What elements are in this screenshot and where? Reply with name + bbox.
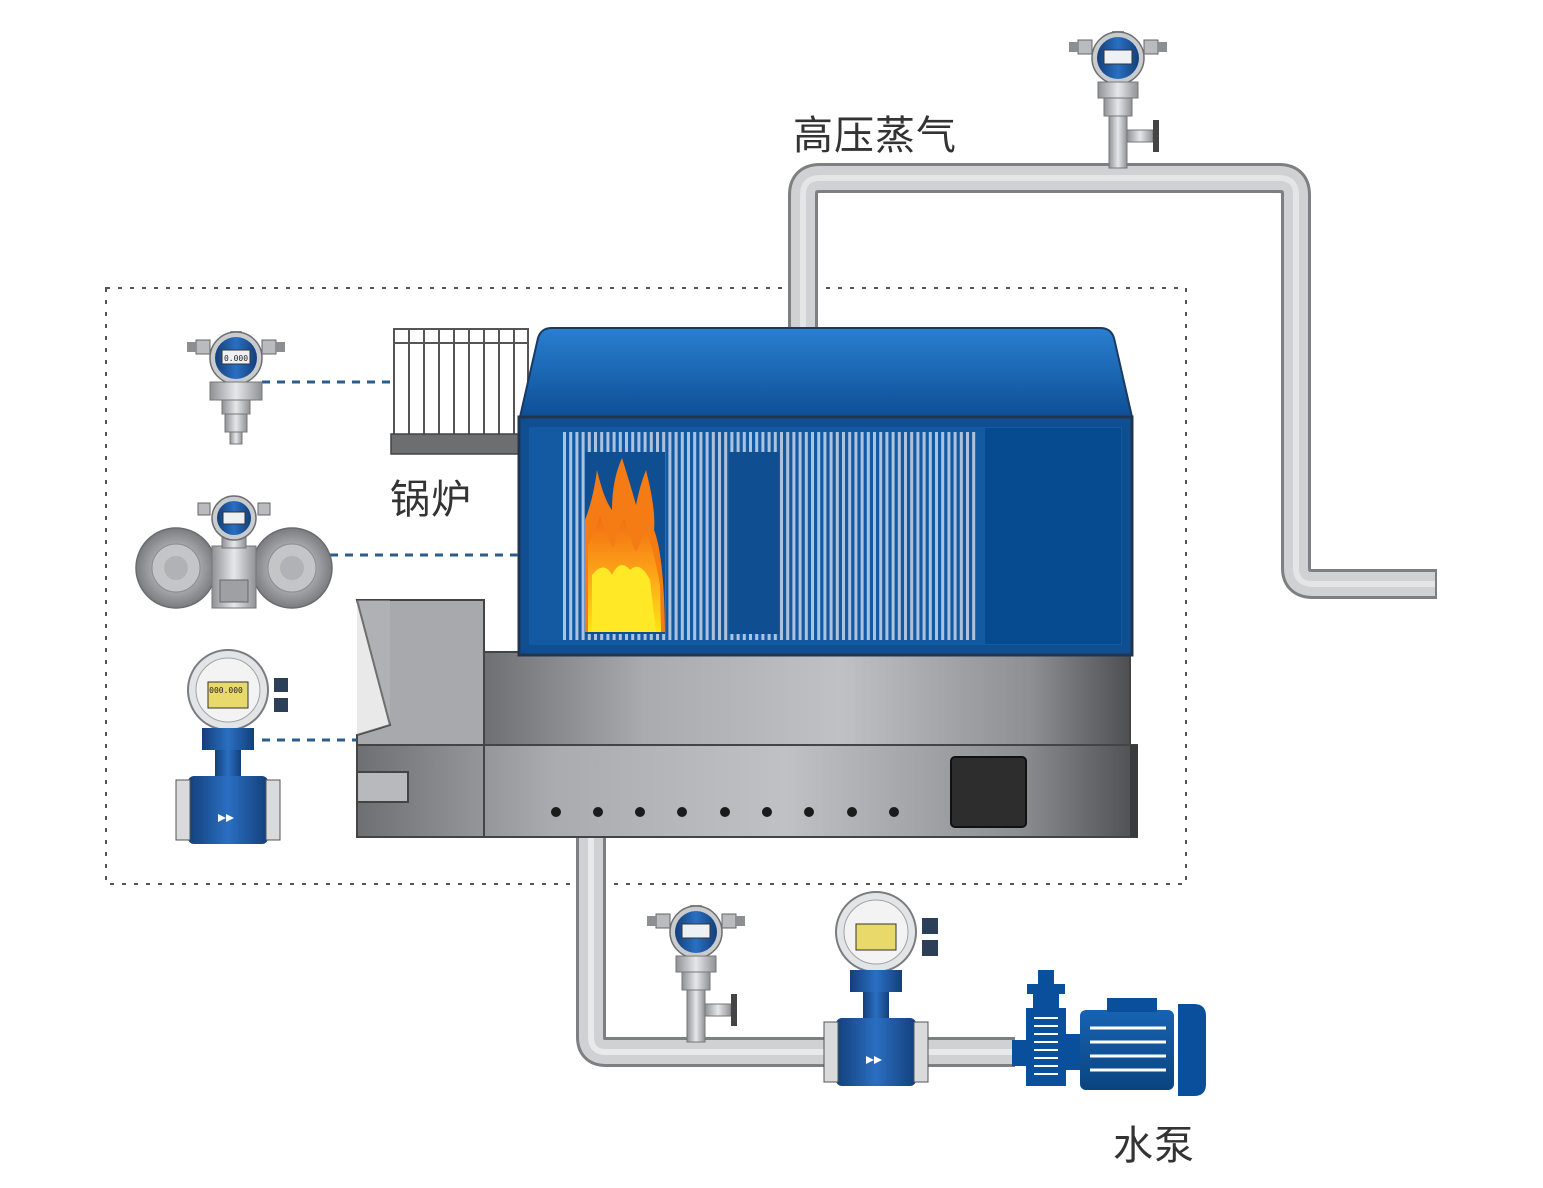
water-tube: [724, 432, 728, 640]
water-tube: [860, 432, 864, 640]
water-tube: [873, 432, 876, 640]
water-tube: [885, 432, 889, 640]
water-tube: [699, 432, 703, 640]
water-tube: [668, 432, 672, 640]
water-tube: [910, 432, 914, 640]
water-tube: [804, 432, 808, 640]
water-tube: [891, 432, 895, 640]
feed-pressure-transmitter-icon: [647, 905, 745, 1043]
water-pump-icon: [1012, 970, 1206, 1096]
pressure-lcd: 0.000: [224, 354, 248, 363]
water-tube: [705, 432, 709, 640]
water-tube: [854, 432, 858, 640]
water-tube: [897, 432, 901, 640]
water-tube: [966, 432, 969, 640]
water-tube: [842, 432, 845, 640]
water-tube: [904, 432, 907, 640]
water-tube: [972, 432, 976, 640]
water-tube: [935, 432, 938, 640]
water-tube: [941, 432, 945, 640]
steam-pressure-transmitter-icon: [1069, 31, 1167, 169]
water-tube: [811, 432, 814, 640]
water-tube: [928, 432, 932, 640]
feed-flowmeter-icon: [823, 891, 938, 1086]
boiler-label: 锅炉: [390, 477, 472, 523]
water-tube: [879, 432, 883, 640]
water-tube: [823, 432, 827, 640]
steam-label: 高压蒸气: [793, 113, 957, 159]
fire-door: [950, 756, 1027, 828]
water-tube: [711, 432, 715, 640]
signal-lines: [262, 380, 518, 742]
boiler-railing: [390, 328, 529, 455]
feed-water-pipe: [576, 836, 1015, 1067]
pump-label: 水泵: [1113, 1123, 1195, 1169]
electromagnetic-flowmeter-icon: 000.000: [175, 649, 288, 844]
water-tube: [866, 432, 870, 640]
water-tube: [581, 432, 585, 640]
differential-pressure-transmitter-icon: [135, 495, 333, 609]
rivet-row: [551, 807, 899, 817]
water-tube: [947, 432, 951, 640]
water-tube: [674, 432, 678, 640]
ash-door: [356, 771, 409, 803]
water-tube: [829, 432, 833, 640]
water-tube: [563, 432, 566, 640]
flow-lcd: 000.000: [209, 686, 243, 695]
water-tube: [575, 432, 579, 640]
water-tube: [687, 432, 690, 640]
water-tube: [798, 432, 802, 640]
flame-icon: [585, 458, 665, 632]
water-tube: [953, 432, 957, 640]
water-tube: [835, 432, 839, 640]
boiler-system-boundary: [105, 287, 1187, 885]
water-tube: [569, 432, 573, 640]
water-tube: [817, 432, 821, 640]
water-tube: [680, 432, 684, 640]
water-tube: [718, 432, 721, 640]
steam-pipe: [788, 163, 1437, 599]
pressure-transmitter-icon: 0.000: [187, 331, 285, 445]
water-tube: [786, 432, 790, 640]
water-tube: [959, 432, 963, 640]
water-tube: [848, 432, 852, 640]
boiler-base: [355, 599, 1138, 838]
water-tube: [792, 432, 796, 640]
water-tube: [780, 432, 783, 640]
water-tube: [916, 432, 920, 640]
water-tube: [693, 432, 697, 640]
water-tube: [922, 432, 926, 640]
